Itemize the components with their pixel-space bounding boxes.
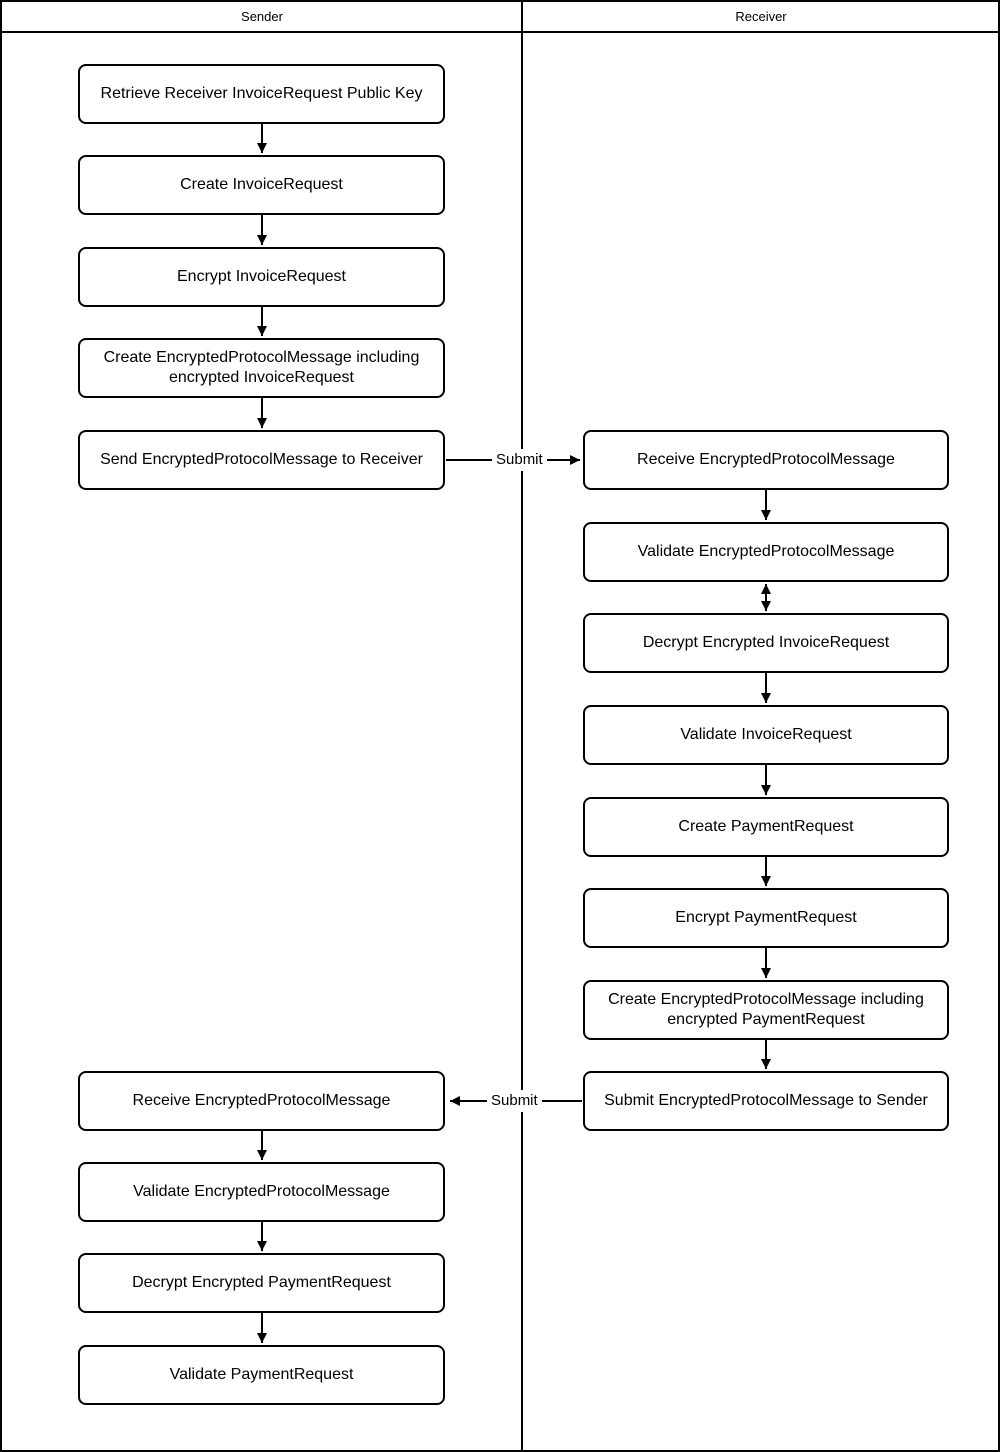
node-validate-encryptedprotocolmessage-receiver: Validate EncryptedProtocolMessage: [583, 522, 949, 582]
node-validate-invoicerequest: Validate InvoiceRequest: [583, 705, 949, 765]
node-submit-encryptedprotocolmessage-to-sender: Submit EncryptedProtocolMessage to Sende…: [583, 1071, 949, 1131]
node-receive-encryptedprotocolmessage-receiver: Receive EncryptedProtocolMessage: [583, 430, 949, 490]
node-validate-paymentrequest: Validate PaymentRequest: [78, 1345, 445, 1405]
node-decrypt-encrypted-invoicerequest: Decrypt Encrypted InvoiceRequest: [583, 613, 949, 673]
lane-header-receiver: Receiver: [735, 9, 787, 24]
node-retrieve-receiver-public-key: Retrieve Receiver InvoiceRequest Public …: [78, 64, 445, 124]
node-validate-encryptedprotocolmessage-sender: Validate EncryptedProtocolMessage: [78, 1162, 445, 1222]
edge-label-submit-to-sender: Submit: [487, 1090, 542, 1112]
node-encrypt-invoicerequest: Encrypt InvoiceRequest: [78, 247, 445, 307]
node-decrypt-encrypted-paymentrequest: Decrypt Encrypted PaymentRequest: [78, 1253, 445, 1313]
node-send-encryptedprotocolmessage: Send EncryptedProtocolMessage to Receive…: [78, 430, 445, 490]
node-create-encryptedprotocolmessage-invoicerequest: Create EncryptedProtocolMessage includin…: [78, 338, 445, 398]
lane-divider: [521, 2, 523, 1450]
node-encrypt-paymentrequest: Encrypt PaymentRequest: [583, 888, 949, 948]
node-create-invoicerequest: Create InvoiceRequest: [78, 155, 445, 215]
node-create-encryptedprotocolmessage-paymentrequest: Create EncryptedProtocolMessage includin…: [583, 980, 949, 1040]
edge-label-submit-to-receiver: Submit: [492, 449, 547, 471]
node-create-paymentrequest: Create PaymentRequest: [583, 797, 949, 857]
lane-header-separator: [2, 31, 998, 33]
lane-header-sender: Sender: [241, 9, 283, 24]
node-receive-encryptedprotocolmessage-sender: Receive EncryptedProtocolMessage: [78, 1071, 445, 1131]
